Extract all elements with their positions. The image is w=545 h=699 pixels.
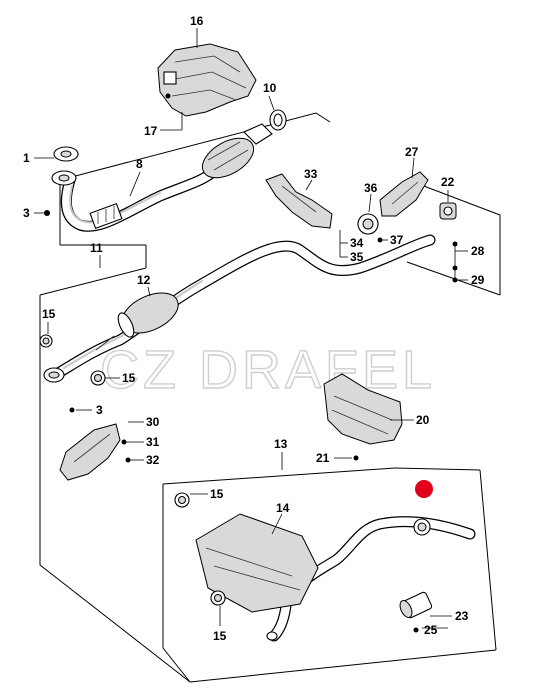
rear-muffler bbox=[195, 513, 476, 642]
label-21: 21 bbox=[316, 451, 330, 465]
hanger-36 bbox=[357, 213, 383, 243]
label-3-lower: 3 bbox=[96, 403, 103, 417]
label-33: 33 bbox=[304, 167, 318, 181]
label-12: 12 bbox=[137, 273, 151, 287]
label-23: 23 bbox=[455, 609, 469, 623]
label-10: 10 bbox=[263, 81, 277, 95]
rear-muffler-frame bbox=[162, 467, 497, 683]
hanger-22 bbox=[439, 202, 458, 283]
bracket-33 bbox=[265, 173, 333, 229]
hanger-15-rear-bottom bbox=[210, 590, 226, 606]
tail-hanger bbox=[413, 518, 431, 536]
heat-shield-upper bbox=[157, 43, 257, 117]
label-32: 32 bbox=[146, 453, 160, 467]
front-pipe-flange bbox=[43, 367, 75, 413]
label-14: 14 bbox=[276, 501, 290, 515]
label-8: 8 bbox=[136, 157, 143, 171]
label-1: 1 bbox=[23, 151, 30, 165]
front-flange-gasket bbox=[44, 146, 79, 216]
watermark: CZ DRAFEL bbox=[100, 340, 436, 400]
hanger-15-lower-left bbox=[90, 370, 106, 386]
label-25: 25 bbox=[424, 623, 438, 637]
leader-lines bbox=[34, 28, 468, 629]
label-15-rear-bottom: 15 bbox=[213, 629, 227, 643]
bracket-27 bbox=[379, 171, 429, 217]
label-27: 27 bbox=[405, 145, 419, 159]
label-15-rear-top: 15 bbox=[210, 487, 224, 501]
label-29: 29 bbox=[471, 273, 485, 287]
label-28: 28 bbox=[471, 244, 485, 258]
label-13: 13 bbox=[274, 437, 288, 451]
label-31: 31 bbox=[146, 435, 160, 449]
label-17: 17 bbox=[144, 124, 158, 138]
label-30: 30 bbox=[146, 415, 160, 429]
label-20: 20 bbox=[416, 413, 430, 427]
label-16: 16 bbox=[190, 14, 204, 28]
assembly-frame bbox=[39, 112, 501, 683]
label-36: 36 bbox=[364, 181, 378, 195]
label-22: 22 bbox=[441, 175, 455, 189]
part-number-labels: 16 17 10 1 8 3 11 12 15 15 3 30 31 32 33… bbox=[23, 14, 485, 643]
label-15-upper: 15 bbox=[42, 307, 56, 321]
label-35: 35 bbox=[350, 250, 364, 264]
hanger-15-upper-left bbox=[39, 334, 53, 348]
intermediate-pipe bbox=[54, 234, 436, 378]
catalytic-converter bbox=[60, 123, 273, 232]
label-3-upper: 3 bbox=[23, 206, 30, 220]
heat-shield-30 bbox=[59, 423, 131, 481]
hanger-15-rear-top bbox=[174, 492, 190, 508]
gasket-10 bbox=[269, 109, 287, 131]
label-34: 34 bbox=[350, 236, 364, 250]
label-15-middle: 15 bbox=[122, 371, 136, 385]
label-37: 37 bbox=[390, 233, 404, 247]
heat-shield-20 bbox=[323, 373, 403, 461]
highlight-marker bbox=[415, 480, 433, 498]
label-11: 11 bbox=[90, 241, 103, 255]
damper-23 bbox=[399, 591, 433, 633]
